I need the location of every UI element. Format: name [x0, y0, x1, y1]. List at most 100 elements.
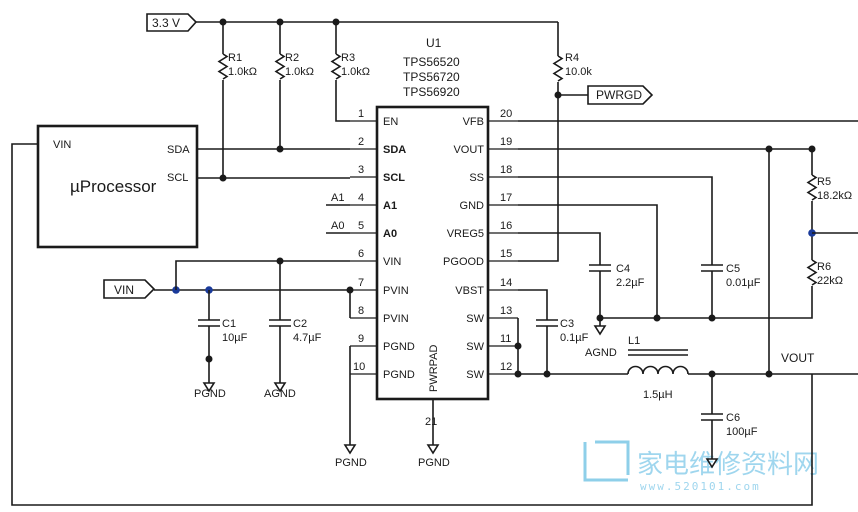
capacitor-c2: [269, 261, 291, 383]
pin-name-gnd: GND: [460, 200, 485, 212]
pin-num-3: 3: [358, 164, 364, 176]
watermark: 家电维修资料网 www.520101.com: [583, 440, 819, 493]
processor-vin-loop-wire: [11, 143, 813, 506]
r3-ref: R3: [341, 52, 355, 64]
vin-wire: [175, 260, 350, 290]
capacitor-c6: [701, 374, 723, 459]
pin-name-pgood: PGOOD: [443, 256, 484, 268]
vin-label: VIN: [114, 283, 134, 297]
pin-num-10: 10: [353, 361, 365, 373]
r6-ref: R6: [817, 261, 831, 273]
pin-name-pvin-8: PVIN: [383, 313, 409, 325]
junction-dot: [653, 314, 661, 322]
watermark-logo-icon: [583, 440, 630, 482]
l1-ref: L1: [628, 335, 640, 347]
pin-name-vin: VIN: [383, 256, 401, 268]
pin-num-6: 6: [358, 248, 364, 260]
pin-num-12: 12: [500, 361, 512, 373]
microprocessor-title: µProcessor: [70, 177, 157, 196]
pin-name-a1: A1: [383, 200, 397, 212]
r2-ref: R2: [285, 52, 299, 64]
watermark-url: www.520101.com: [640, 480, 761, 493]
c4-value: 2.2µF: [616, 277, 645, 289]
c5-value: 0.01µF: [726, 277, 761, 289]
c5-ref: C5: [726, 263, 740, 275]
junction-dot: [219, 174, 227, 182]
a1-label: A1: [331, 192, 344, 204]
capacitor-c4: [518, 232, 611, 326]
pin-name-a0: A0: [383, 228, 397, 240]
pin-num-5: 5: [358, 220, 364, 232]
pin-name-pwrpad: PWRPAD: [428, 344, 440, 392]
pin-name-en: EN: [383, 116, 398, 128]
pgnd-symbol-c1: [202, 382, 216, 393]
pin-name-sda: SDA: [383, 144, 406, 156]
pwrgd-tag: [587, 85, 654, 105]
pin-num-19: 19: [500, 136, 512, 148]
junction-dot: [596, 314, 604, 322]
c4-ref: C4: [616, 263, 630, 275]
c2-value: 4.7µF: [293, 332, 322, 344]
pin-num-1: 1: [358, 108, 364, 120]
vout-label: VOUT: [781, 351, 815, 365]
pin-num-14: 14: [500, 277, 512, 289]
r5-ref: R5: [817, 176, 831, 188]
ic-left-pin-stubs: [350, 120, 377, 375]
ic-ref: U1: [426, 36, 442, 50]
ic-right-pin-stubs: [488, 120, 518, 375]
r5-value: 18.2kΩ: [817, 190, 852, 202]
pin-num-8: 8: [358, 305, 364, 317]
pin-name-vbst: VBST: [455, 285, 484, 297]
pgnd-symbol-pwrpad: [426, 444, 440, 455]
pgnd-symbol-ic: [343, 444, 357, 455]
junction-dot: [276, 145, 284, 153]
a0-label: A0: [331, 220, 344, 232]
c6-value: 100µF: [726, 426, 758, 438]
pin-num-13: 13: [500, 305, 512, 317]
pin-num-7: 7: [358, 277, 364, 289]
capacitor-c3: [518, 289, 558, 374]
c2-ref: C2: [293, 318, 307, 330]
supply-label-3v3: 3.3 V: [152, 16, 180, 30]
processor-pin-scl: SCL: [167, 172, 188, 184]
microprocessor-box: [36, 124, 199, 249]
ic-body: [375, 105, 490, 401]
pin-name-sw-13: SW: [466, 313, 484, 325]
pin-name-vfb: VFB: [463, 116, 484, 128]
pin-num-17: 17: [500, 192, 512, 204]
inductor-l1-core: [628, 349, 688, 356]
pin-num-2: 2: [358, 136, 364, 148]
r4-ref: R4: [565, 52, 579, 64]
junction-dot: [205, 355, 213, 363]
watermark-text: 家电维修资料网: [637, 450, 819, 480]
pin-num-16: 16: [500, 220, 512, 232]
pin-name-pgnd-10: PGND: [383, 369, 415, 381]
c3-ref: C3: [560, 318, 574, 330]
r1-value: 1.0kΩ: [228, 66, 257, 78]
pin-num-9: 9: [358, 333, 364, 345]
pgnd-label-ic: PGND: [335, 457, 367, 469]
junction-dot: [708, 314, 716, 322]
r1-ref: R1: [228, 52, 242, 64]
pgnd-label-pwrpad: PGND: [418, 457, 450, 469]
pgnd-label-c1: PGND: [194, 388, 226, 400]
processor-pin-sda: SDA: [167, 144, 190, 156]
pin-name-vreg5: VREG5: [447, 228, 484, 240]
pin-name-vout: VOUT: [453, 144, 484, 156]
agnd-symbol-c2: [273, 382, 287, 393]
r2-value: 1.0kΩ: [285, 66, 314, 78]
c6-ref: C6: [726, 412, 740, 424]
ic-part-2: TPS56720: [403, 70, 460, 84]
pin-num-20: 20: [500, 108, 512, 120]
r3-value: 1.0kΩ: [341, 66, 370, 78]
pin-name-scl: SCL: [383, 172, 405, 184]
pin-num-11: 11: [500, 333, 511, 345]
pin-num-18: 18: [500, 164, 512, 176]
c3-value: 0.1µF: [560, 332, 589, 344]
vin-tag: [103, 279, 156, 299]
pin-name-sw-12: SW: [466, 369, 484, 381]
resistor-r1: [217, 22, 229, 178]
capacitor-c1: [198, 290, 220, 383]
resistor-r2: [274, 22, 286, 149]
